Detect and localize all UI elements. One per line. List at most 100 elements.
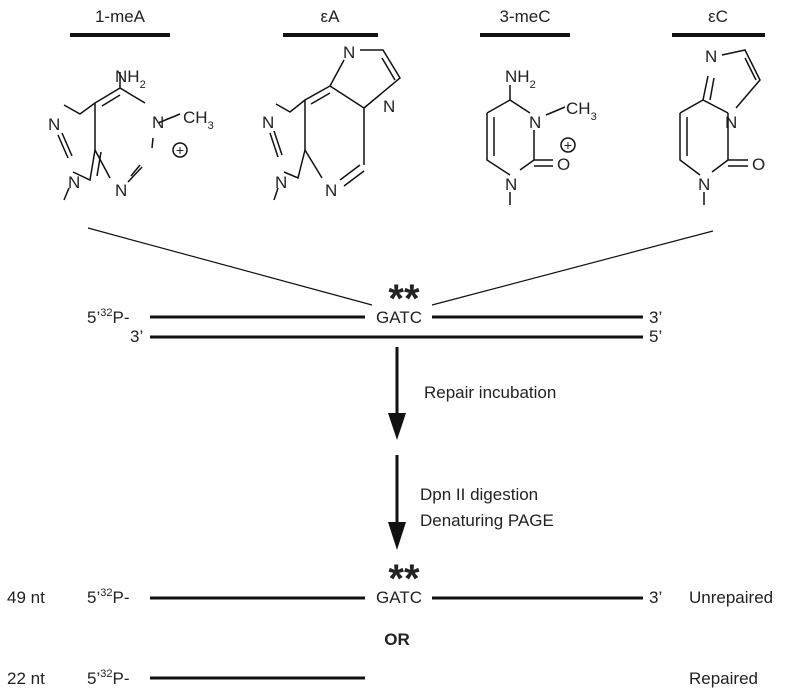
atom-O: O <box>557 155 570 174</box>
structure-epsilon-C: N N N O <box>679 47 765 205</box>
bond <box>96 151 102 177</box>
status-unrepaired: Unrepaired <box>689 588 773 607</box>
lesion-label-epsilon-C: εC <box>708 7 728 26</box>
atom-N: N <box>725 113 737 132</box>
status-repaired: Repaired <box>689 669 758 688</box>
five-prime-text: 5’ <box>87 308 100 327</box>
methyl-text: CH <box>183 108 208 127</box>
bond <box>72 149 96 182</box>
connector-line-right <box>431 230 714 306</box>
positive-charge-icon <box>560 137 576 153</box>
methyl-group: CH3 <box>183 108 214 132</box>
atom-N: N <box>705 47 717 66</box>
lesion-label-3-meC: 3-meC <box>499 7 550 26</box>
radiolabel-superscript: 32 <box>100 587 112 599</box>
bond <box>273 130 283 156</box>
lesion-marks: ** <box>388 557 420 601</box>
bond <box>151 137 154 149</box>
bond <box>94 149 111 179</box>
bond <box>486 99 531 114</box>
radiolabel-superscript: 32 <box>100 307 112 319</box>
arrow-head-icon <box>388 413 406 440</box>
or-label: OR <box>384 630 410 649</box>
three-prime-label: 3’ <box>649 308 662 327</box>
amino-group: NH2 <box>115 67 146 91</box>
five-prime-label: 5’32P- <box>87 668 129 688</box>
atom-N: N <box>262 113 274 132</box>
bond <box>94 87 146 150</box>
bond <box>57 134 69 159</box>
bond <box>273 187 279 201</box>
five-prime-label: 5’32P- <box>87 307 129 327</box>
product-size-49nt: 49 nt <box>7 588 45 607</box>
bond <box>130 164 141 177</box>
bond <box>360 49 401 109</box>
phosphate-text: P- <box>112 588 129 607</box>
bond <box>304 59 345 150</box>
amino-subscript: 2 <box>530 79 536 91</box>
bottom-five-prime-label: 5’ <box>649 327 662 346</box>
atom-N: N <box>505 175 517 194</box>
methyl-subscript: 3 <box>208 120 214 132</box>
bond <box>709 77 715 101</box>
atom-N: N <box>343 43 355 62</box>
bond <box>679 99 729 114</box>
bond <box>381 57 396 81</box>
bond <box>310 92 331 105</box>
bond <box>63 187 70 201</box>
gatc-site-label: GATC <box>376 588 422 607</box>
bond <box>343 170 365 187</box>
bond <box>519 130 535 171</box>
five-prime-text: 5’ <box>87 669 100 688</box>
atom-O: O <box>752 155 765 174</box>
bond <box>339 164 361 181</box>
structure-3-meC: NH2 N N O CH3 + <box>486 67 597 205</box>
atom-N: N <box>698 175 710 194</box>
step-denaturing-page: Denaturing PAGE <box>420 511 554 530</box>
bond <box>61 132 73 157</box>
bond <box>744 57 757 81</box>
connector-line-left <box>87 227 373 306</box>
atom-N: N <box>48 115 60 134</box>
gatc-site-label: GATC <box>376 308 422 327</box>
bottom-three-prime-label: 3’ <box>130 327 143 346</box>
atom-N: N <box>325 181 337 200</box>
step-repair-incubation: Repair incubation <box>424 383 556 402</box>
bond <box>275 99 306 113</box>
atom-N: N <box>152 113 164 132</box>
atom-N: N <box>68 173 80 192</box>
amino-group: NH2 <box>505 67 536 91</box>
bond <box>157 113 181 124</box>
lesion-label-1-meA: 1-meA <box>95 7 146 26</box>
structure-epsilon-A: N N N N N <box>262 43 401 201</box>
structure-1-meA: N N N N NH2 CH3 + <box>48 67 214 201</box>
charge-sign: + <box>564 137 572 153</box>
atom-N: N <box>115 181 127 200</box>
bond <box>486 113 511 176</box>
bond <box>679 113 701 176</box>
phosphate-text: P- <box>112 308 129 327</box>
amino-text: NH <box>115 67 140 86</box>
bond <box>269 132 279 158</box>
bond <box>721 49 761 109</box>
step-dpn-ii-digestion: Dpn II digestion <box>420 485 538 504</box>
methyl-group: CH3 <box>566 99 597 123</box>
atom-N: N <box>275 173 287 192</box>
five-prime-label: 5’32P- <box>87 587 129 607</box>
bond <box>702 75 709 101</box>
bond <box>545 106 566 116</box>
bond <box>329 85 365 165</box>
atom-N: N <box>529 113 541 132</box>
bond <box>304 149 323 179</box>
methyl-subscript: 3 <box>591 111 597 123</box>
lesion-label-epsilon-A: εA <box>321 7 341 26</box>
methyl-text: CH <box>566 99 591 118</box>
positive-charge-icon <box>172 142 188 158</box>
charge-sign: + <box>176 142 184 158</box>
phosphate-text: P- <box>112 669 129 688</box>
bond <box>63 102 96 115</box>
product-size-22nt: 22 nt <box>7 669 45 688</box>
bond <box>101 94 121 107</box>
